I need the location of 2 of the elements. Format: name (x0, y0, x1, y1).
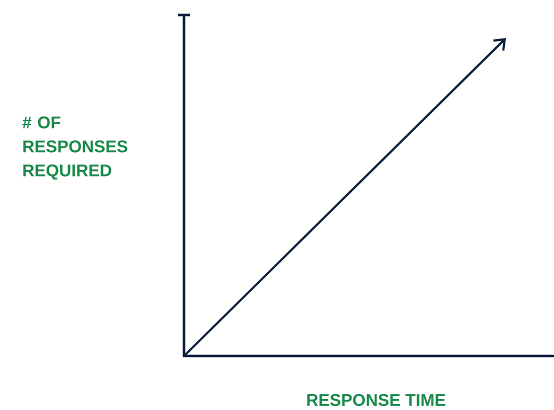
axis-label: # OF RESPONSES REQUIRED (22, 116, 128, 180)
axis-label: RESPONSE TIME (307, 394, 446, 406)
